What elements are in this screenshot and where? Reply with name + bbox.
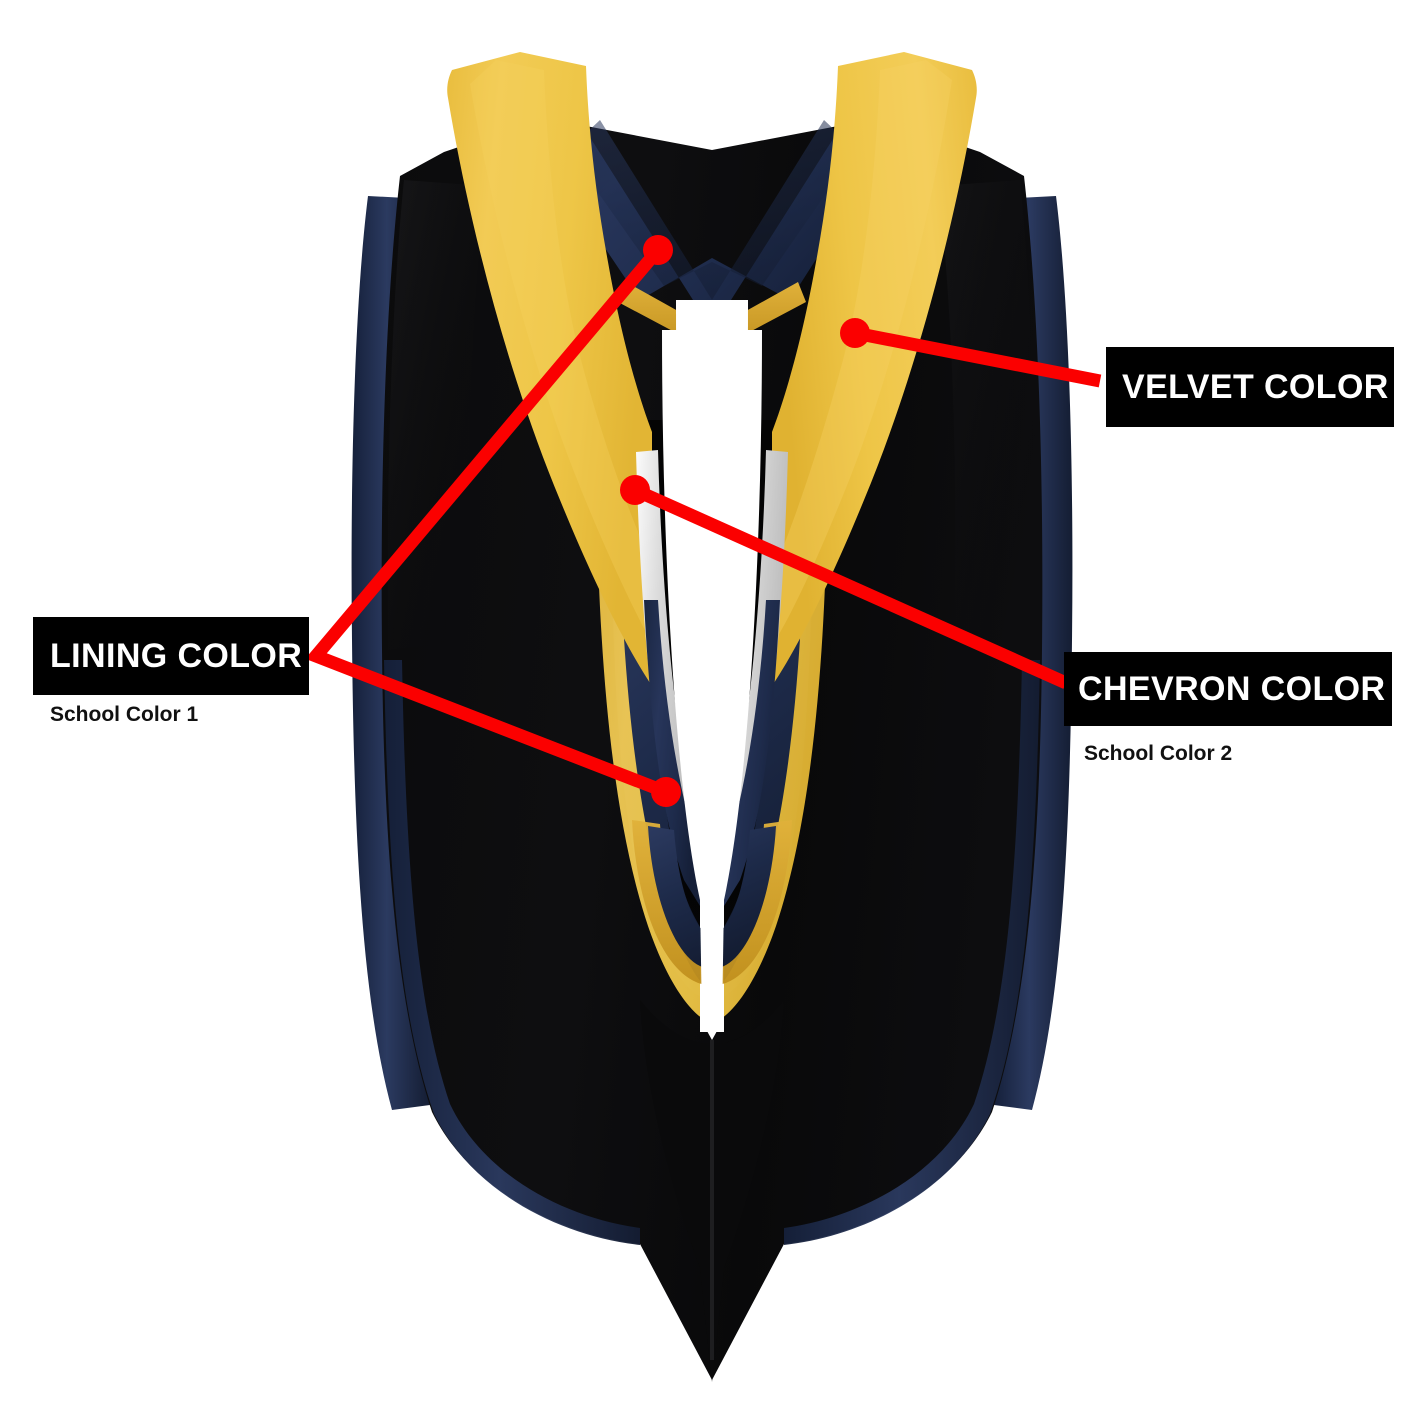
right-velvet-highlight: [778, 60, 952, 636]
right-shell-sheen: [938, 180, 1037, 650]
callout-lining-color: LINING COLOR: [33, 617, 309, 695]
left-outer-piping: [351, 196, 430, 1110]
callout-velvet-label: VELVET COLOR: [1122, 367, 1389, 406]
neck-navy-sheen: [568, 120, 856, 300]
tail-center-seam: [710, 1040, 714, 1360]
velvet-anchor-dot: [840, 318, 870, 348]
velvet-leader-line: [853, 326, 1102, 388]
callout-lining-sublabel: School Color 1: [50, 703, 199, 726]
right-hem-piping: [784, 660, 1040, 1245]
right-outer-piping: [994, 196, 1073, 1110]
callout-chevron-color: CHEVRON COLOR: [1064, 652, 1392, 726]
callout-chevron-label: CHEVRON COLOR: [1078, 669, 1386, 708]
callout-chevron-sublabel: School Color 2: [1084, 742, 1233, 765]
callout-lining-label: LINING COLOR: [50, 636, 303, 675]
bottom-navy-ring: [648, 826, 776, 969]
chevron-leader-line: [632, 484, 1069, 689]
bottom-gold-ring: [632, 820, 792, 985]
neck-navy-lining: [524, 90, 900, 330]
left-hem-piping: [384, 660, 640, 1245]
callout-velvet-color: VELVET COLOR: [1106, 347, 1394, 427]
left-navy-wedge: [644, 600, 700, 906]
opening-white-gap-upper: [676, 300, 748, 840]
left-velvet-highlight: [470, 60, 650, 640]
lining-anchor-dot-bottom: [651, 777, 681, 807]
right-navy-wedge: [724, 600, 780, 906]
opening-bottom-notch: [700, 900, 724, 1040]
lining-anchor-dot-top: [643, 235, 673, 265]
right-velvet-band: [772, 52, 977, 686]
lining-leader-line: [305, 245, 669, 799]
chevron-anchor-dot: [620, 475, 650, 505]
